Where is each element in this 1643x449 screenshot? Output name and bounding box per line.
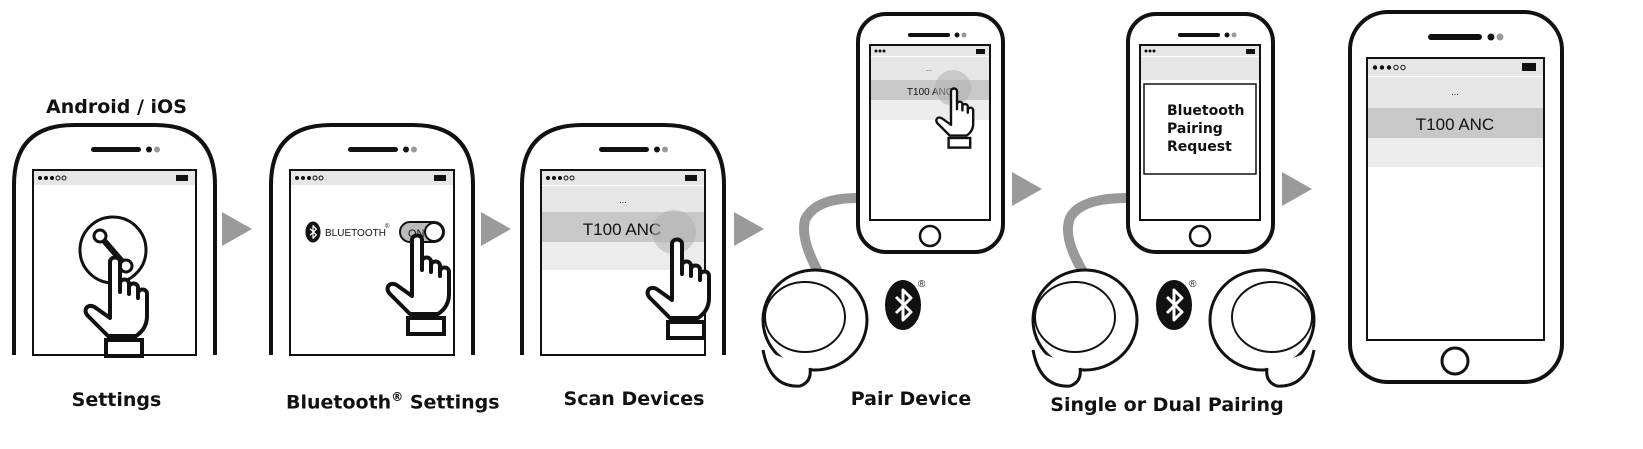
step-pair-device: ... T100 ANC ® [761,12,1005,388]
platform-label: Android / iOS [46,96,187,118]
pairing-request-dialog[interactable] [1143,83,1257,175]
svg-text:®: ® [918,279,926,290]
svg-text:®: ® [1189,279,1197,290]
step-paired: ... T100 ANC [1348,10,1564,384]
step-arrow-icon [222,212,252,246]
step-settings [12,123,217,358]
step-label-settings: Settings [71,389,162,411]
bluetooth-icon [883,278,923,332]
earbud-icon [1031,268,1139,388]
device-name: T100 ANC [1416,115,1494,134]
step-label-single-or-dual-pairing: Single or Dual Pairing [1050,394,1284,416]
earbud-icon [1208,268,1316,388]
step-arrow-icon [1012,172,1042,206]
step-single-or-dual-pairing: Bluetooth Pairing Request ® [1031,12,1316,388]
bluetooth-screen-text: BLUETOOTH [325,228,386,239]
step-label-scan-devices: Scan Devices [563,388,705,410]
wrench-icon [78,215,148,285]
home-button-icon[interactable] [1188,224,1212,248]
home-button-icon[interactable] [918,224,942,248]
home-button-icon[interactable] [1440,346,1470,376]
earbud-icon [761,268,869,388]
pairing-request-text: Bluetooth Pairing Request [1167,103,1249,155]
device-name: T100 ANC [583,220,661,239]
step-label-bluetooth-settings: Bluetooth® Settings [286,390,500,414]
step-bluetooth-settings: BLUETOOTH ® ON [269,123,475,356]
bluetooth-icon [1154,278,1194,332]
step-label-pair-device: Pair Device [850,388,972,410]
device-name: T100 ANC [907,87,953,98]
svg-text:...: ... [619,195,627,205]
svg-text:...: ... [1451,87,1459,97]
step-arrow-icon [1282,172,1312,206]
step-arrow-icon [481,212,511,246]
svg-text:...: ... [926,66,932,73]
paired-device-item[interactable] [1368,108,1543,138]
step-arrow-icon [734,212,764,246]
bluetooth-icon [304,220,322,244]
step-scan-devices: ... T100 ANC [520,123,726,356]
svg-text:®: ® [385,223,390,230]
